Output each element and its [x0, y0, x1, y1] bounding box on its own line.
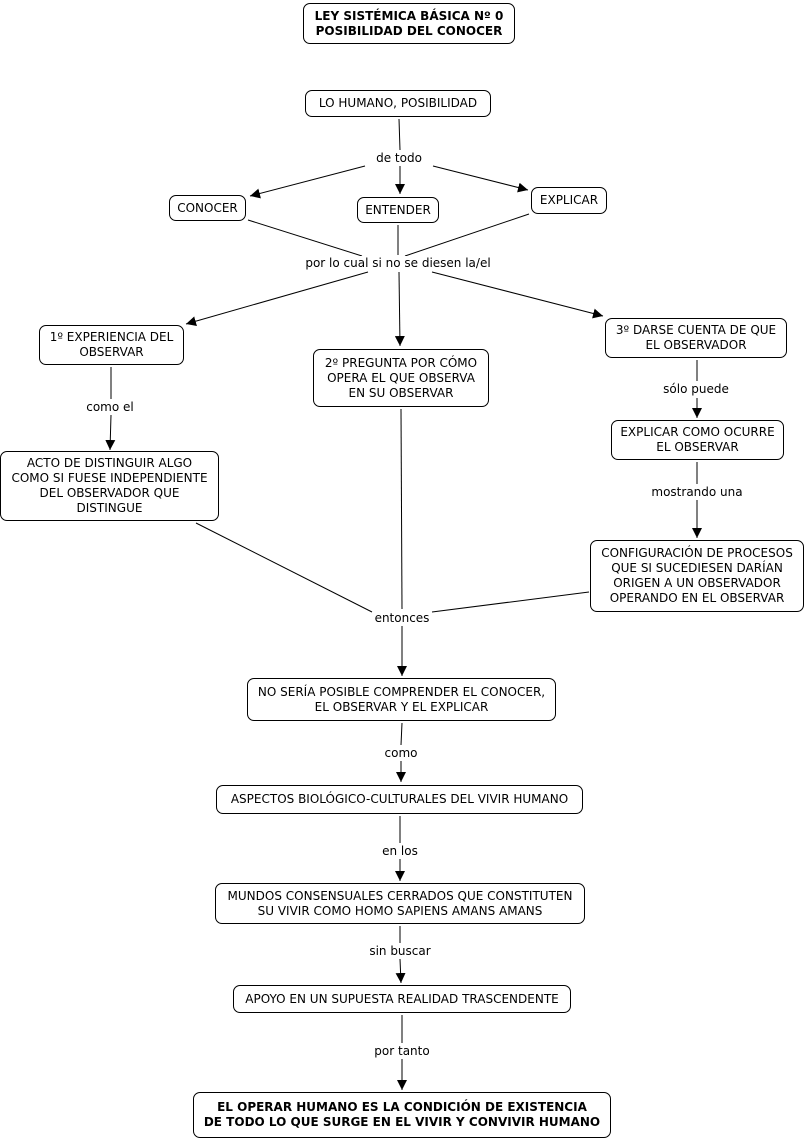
link-mostrando-una: mostrando una — [649, 485, 745, 499]
link-como-el: como el — [84, 400, 136, 414]
arrow-connector — [395, 958, 406, 984]
node-pregunta-como-opera: 2º PREGUNTA POR CÓMO OPERA EL QUE OBSERV… — [313, 349, 489, 407]
node-apoyo-realidad: APOYO EN UN SUPUESTA REALIDAD TRASCENDEN… — [233, 985, 571, 1013]
arrow-connector — [432, 165, 529, 193]
line-connector — [404, 213, 530, 257]
arrow-connector — [185, 271, 369, 327]
arrow-connector — [105, 414, 116, 451]
node-entender: ENTENDER — [357, 197, 439, 223]
node-explicar: EXPLICAR — [531, 187, 607, 214]
node-conocer: CONOCER — [169, 195, 246, 221]
arrow-connector — [431, 271, 604, 319]
node-acto-distinguir: ACTO DE DISTINGUIR ALGO COMO SI FUESE IN… — [0, 451, 219, 521]
link-como: como — [382, 746, 420, 760]
line-connector — [400, 408, 403, 610]
node-mundos-consensuales: MUNDOS CONSENSUALES CERRADOS QUE CONSTIT… — [215, 883, 585, 924]
arrow-connector — [394, 271, 405, 347]
arrow-connector — [249, 165, 366, 199]
node-lo-humano: LO HUMANO, POSIBILIDAD — [305, 90, 491, 117]
link-por-lo-cual: por lo cual si no se diesen la/el — [303, 256, 493, 270]
link-sin-buscar: sin buscar — [367, 944, 433, 958]
node-aspectos-biologico: ASPECTOS BIOLÓGICO-CULTURALES DEL VIVIR … — [216, 785, 583, 814]
link-por-tanto: por tanto — [372, 1044, 432, 1058]
line-connector — [195, 522, 373, 613]
node-configuracion-procesos: CONFIGURACIÓN DE PROCESOS QUE SI SUCEDIE… — [590, 540, 804, 612]
link-entonces: entonces — [372, 611, 432, 625]
link-de-todo: de todo — [374, 151, 424, 165]
link-solo-puede: sólo puede — [661, 382, 731, 396]
line-connector — [398, 118, 401, 151]
node-experiencia-observar: 1º EXPERIENCIA DEL OBSERVAR — [39, 325, 184, 365]
line-connector — [400, 722, 403, 746]
node-operar-humano: EL OPERAR HUMANO ES LA CONDICIÓN DE EXIS… — [193, 1092, 611, 1138]
node-explicar-como-ocurre: EXPLICAR COMO OCURRE EL OBSERVAR — [611, 420, 784, 460]
node-no-seria-posible: NO SERÍA POSIBLE COMPRENDER EL CONOCER, … — [247, 678, 556, 721]
title-node: LEY SISTÉMICA BÁSICA Nº 0 POSIBILIDAD DE… — [303, 3, 515, 44]
line-connector — [247, 219, 363, 257]
link-en-los: en los — [380, 844, 420, 858]
node-darse-cuenta: 3º DARSE CUENTA DE QUE EL OBSERVADOR — [605, 318, 787, 358]
line-connector — [431, 591, 590, 613]
